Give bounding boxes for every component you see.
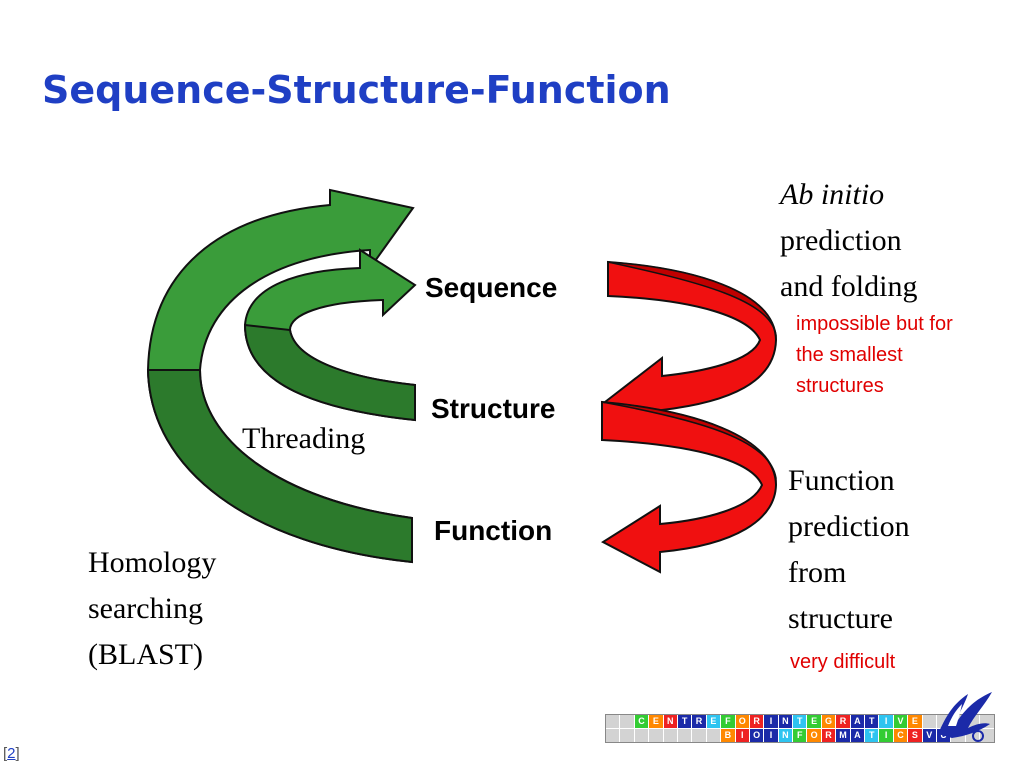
logo-cell: I — [764, 729, 778, 742]
green-arrow-inner-shade — [243, 323, 416, 422]
logo-cell: E — [807, 715, 821, 728]
logo-cell: I — [764, 715, 778, 728]
logo-cell: N — [778, 715, 793, 728]
logo-cell: T — [793, 715, 807, 728]
logo-cell — [620, 715, 634, 728]
page-number[interactable]: [2] — [3, 745, 20, 762]
logo-cell: F — [793, 729, 807, 742]
logo-cell: A — [850, 729, 865, 742]
logo-cell: R — [692, 715, 706, 728]
page-number-link[interactable]: 2 — [7, 745, 16, 762]
logo-cell — [677, 729, 692, 742]
note-ab-initio: impossible but for the smallest structur… — [796, 313, 953, 397]
logo-cell: G — [821, 715, 836, 728]
logo-cell: N — [778, 729, 793, 742]
logo-cell: V — [893, 715, 908, 728]
logo-cell — [692, 729, 706, 742]
logo-cell: I — [735, 729, 749, 742]
logo-cell: R — [836, 715, 850, 728]
logo-cell: E — [706, 715, 721, 728]
logo-cell: C — [634, 715, 649, 728]
logo-cell: O — [749, 729, 764, 742]
node-sequence: Sequence — [425, 272, 558, 303]
logo-cell: T — [865, 729, 879, 742]
label-threading: Threading — [242, 422, 366, 455]
logo-cell: I — [879, 729, 893, 742]
note-function-prediction: very difficult — [790, 651, 896, 673]
logo-cell: B — [721, 729, 735, 742]
slide-title: Sequence-Structure-Function — [42, 68, 671, 112]
logo-cell — [663, 729, 677, 742]
centre-logo-grid: CENTREFORINTEGRATIVEBIOINFORMATICSVU — [605, 714, 995, 743]
red-arrow-lower — [601, 400, 778, 574]
green-arrow-outer-shade — [146, 369, 413, 564]
logo-cell — [922, 715, 936, 728]
logo-cell — [980, 729, 994, 742]
label-function-prediction: Function prediction from structure — [788, 464, 910, 635]
red-arrow-lower-shade — [601, 401, 777, 486]
label-ab-initio: Ab initio prediction and folding — [780, 178, 918, 303]
griffin-logo-icon — [938, 692, 992, 742]
logo-cell — [634, 729, 649, 742]
logo-cell: O — [735, 715, 749, 728]
node-function: Function — [434, 515, 553, 546]
logo-cell: T — [677, 715, 692, 728]
logo-cell: A — [850, 715, 865, 728]
logo-cell: E — [649, 715, 663, 728]
logo-cell: V — [922, 729, 936, 742]
logo-cell: E — [908, 715, 922, 728]
logo-cell — [649, 729, 663, 742]
logo-cell: S — [908, 729, 922, 742]
logo-cell: R — [821, 729, 836, 742]
logo-cell: T — [865, 715, 879, 728]
logo-cell: C — [893, 729, 908, 742]
logo-cell: F — [721, 715, 735, 728]
logo-cell: M — [836, 729, 850, 742]
label-homology: Homology searching (BLAST) — [88, 546, 217, 671]
logo-cell: O — [807, 729, 821, 742]
red-arrow-upper-shade — [607, 261, 777, 341]
logo-cell — [606, 729, 620, 742]
node-structure: Structure — [431, 393, 556, 424]
logo-cell — [706, 729, 721, 742]
logo-cell — [606, 715, 620, 728]
logo-cell: N — [663, 715, 677, 728]
logo-cell: I — [879, 715, 893, 728]
logo-cell — [620, 729, 634, 742]
logo-cell: R — [749, 715, 764, 728]
